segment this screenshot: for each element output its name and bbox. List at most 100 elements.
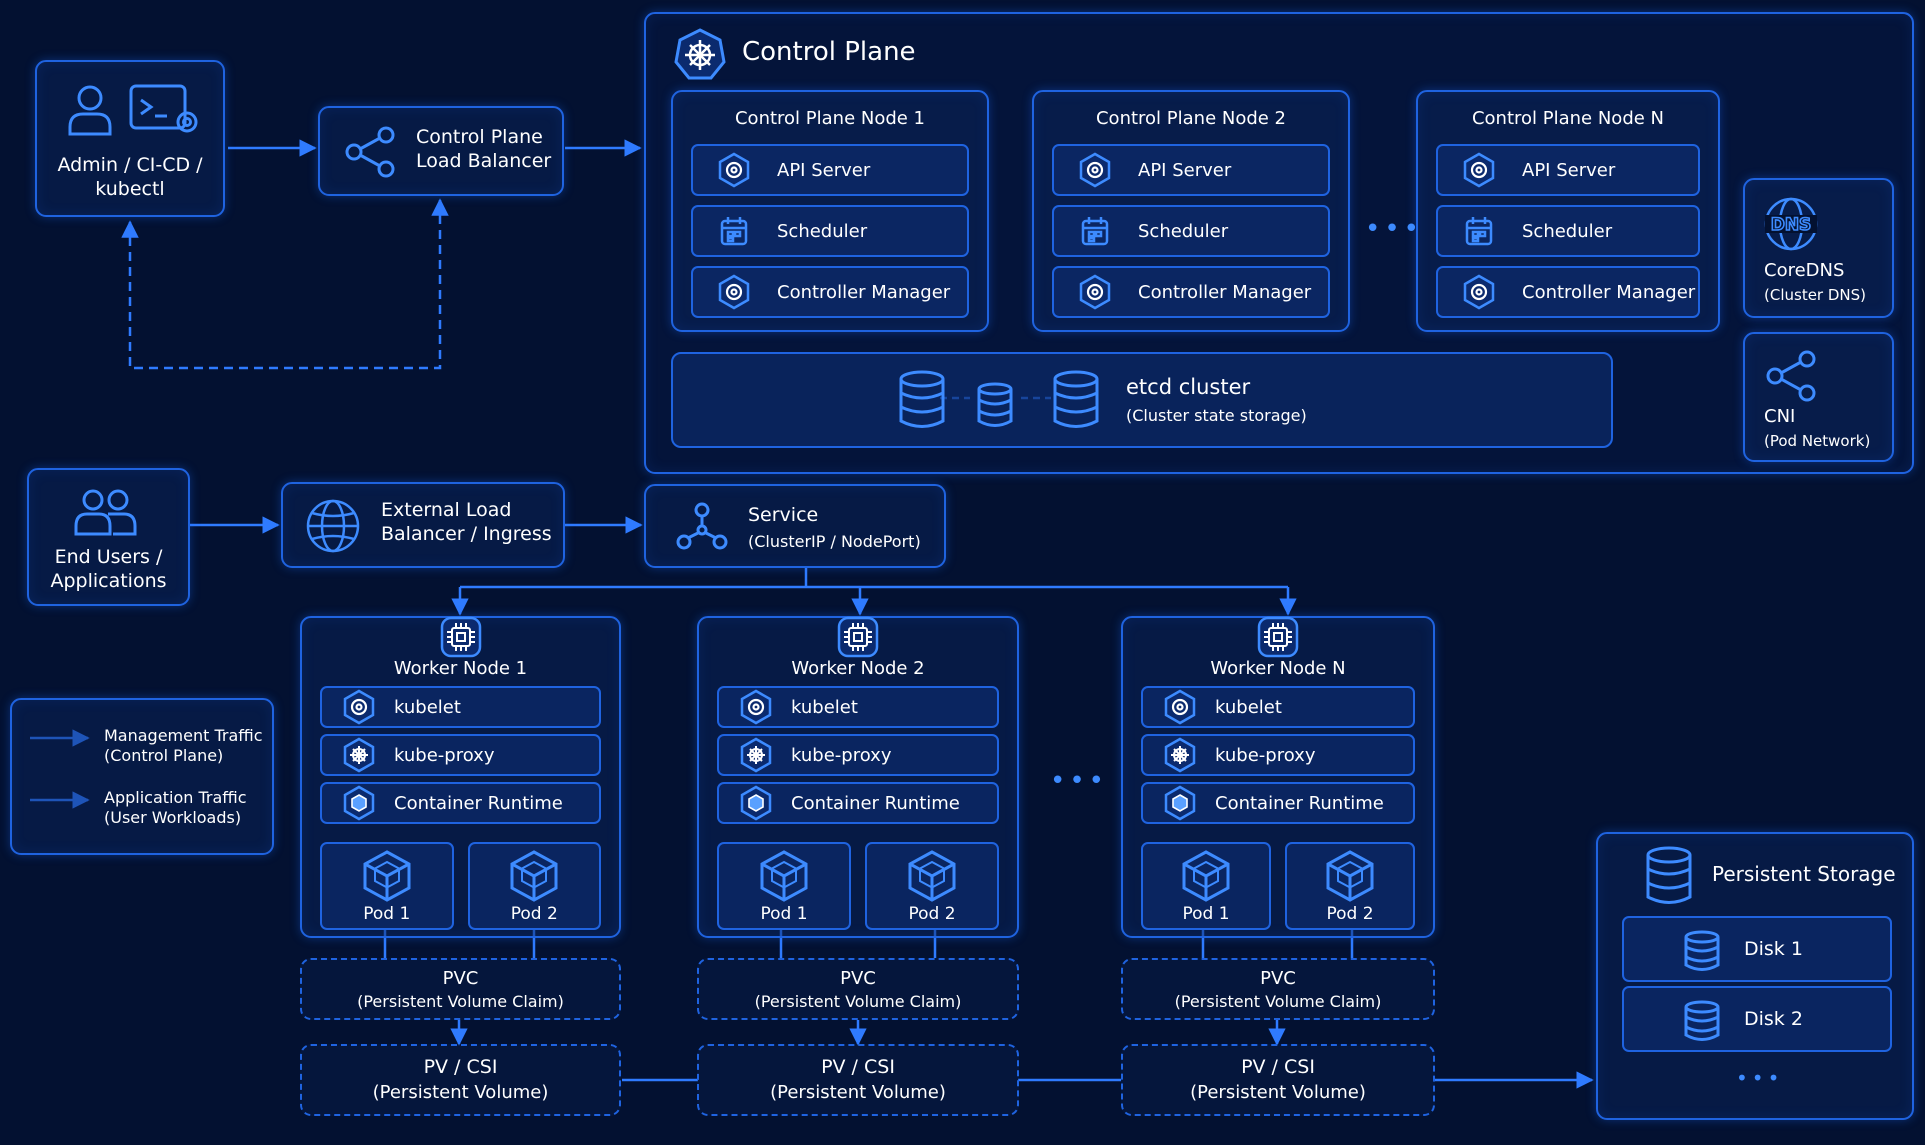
component-label: kube-proxy (394, 745, 495, 766)
admin-box: Admin / CI-CD /kubectl (35, 60, 225, 217)
pod-1: Pod 1 (320, 842, 454, 930)
node-title: Control Plane Node N (1471, 108, 1665, 129)
control-plane-title: Control Plane (742, 37, 916, 67)
pvc-title: PVC (840, 968, 876, 989)
coredns-title: CoreDNS (1764, 260, 1845, 281)
admin-label: Admin / CI-CD /kubectl (57, 154, 203, 200)
pvc-box-3: PVC (Persistent Volume Claim) (1121, 958, 1435, 1020)
pv-title: PV / CSI (821, 1056, 895, 1078)
pv-title: PV / CSI (423, 1056, 498, 1078)
etcd-subtitle: (Cluster state storage) (1126, 406, 1307, 425)
pvc-subtitle: (Persistent Volume Claim) (1174, 992, 1382, 1011)
component-api-server: API Server (1436, 144, 1700, 196)
legend-box: Management Traffic(Control Plane) Applic… (10, 698, 274, 855)
component-label: Scheduler (777, 221, 868, 242)
gear-icon (342, 689, 376, 725)
helm-icon (1163, 737, 1197, 773)
pvc-title: PVC (1260, 968, 1296, 989)
cube-icon (1163, 785, 1197, 821)
disk-1: Disk 1 (1622, 916, 1892, 982)
component-label: API Server (1138, 160, 1232, 181)
gear-icon (1078, 274, 1112, 310)
component-kube-proxy: kube-proxy (1141, 734, 1415, 776)
legend-application: Application Traffic(User Workloads) (104, 788, 247, 827)
gear-icon (1462, 274, 1496, 310)
service-subtitle: (ClusterIP / NodePort) (748, 532, 921, 551)
component-label: Container Runtime (1215, 793, 1384, 814)
pod-label: Pod 2 (908, 904, 956, 924)
database-icon (1644, 846, 1694, 906)
etcd-title: etcd cluster (1126, 375, 1251, 399)
pvc-box-1: PVC (Persistent Volume Claim) (300, 958, 621, 1020)
gear-icon (1462, 152, 1496, 188)
pv-subtitle: (Persistent Volume) (372, 1082, 549, 1103)
pvc-subtitle: (Persistent Volume Claim) (357, 992, 564, 1011)
end-users-label: End Users /Applications (50, 546, 167, 592)
terminal-gear-icon (129, 84, 201, 136)
pod-to-pvc-lines (383, 928, 1354, 958)
pod-cube-icon (362, 850, 412, 902)
gear-icon (739, 689, 773, 725)
component-container-runtime: Container Runtime (320, 782, 601, 824)
disk-2-label: Disk 2 (1744, 1008, 1803, 1030)
component-scheduler: Scheduler (1436, 205, 1700, 257)
cni-title: CNI (1764, 406, 1796, 427)
chip-icon (1257, 616, 1299, 658)
service-title: Service (748, 504, 819, 526)
pod-label: Pod 1 (760, 904, 808, 924)
component-controller-manager: Controller Manager (1436, 266, 1700, 318)
component-container-runtime: Container Runtime (1141, 782, 1415, 824)
coredns-subtitle: (Cluster DNS) (1764, 286, 1867, 304)
helm-icon (342, 737, 376, 773)
component-label: Container Runtime (394, 793, 563, 814)
component-controller-manager: Controller Manager (691, 266, 969, 318)
component-label: Container Runtime (791, 793, 960, 814)
users-icon (73, 488, 139, 536)
pvc-title: PVC (442, 968, 479, 989)
gear-icon (1163, 689, 1197, 725)
component-kubelet: kubelet (1141, 686, 1415, 728)
pv-subtitle: (Persistent Volume) (1190, 1082, 1366, 1103)
cni-box: CNI (Pod Network) (1743, 332, 1894, 462)
pvc-box-2: PVC(Persistent Volume Claim) (697, 958, 1019, 1020)
component-scheduler: Scheduler (691, 205, 969, 257)
component-container-runtime: Container Runtime (717, 782, 999, 824)
pv-box-1: PV / CSI (Persistent Volume) (300, 1044, 621, 1116)
user-icon (67, 84, 113, 136)
gear-icon (1078, 152, 1112, 188)
cube-icon (342, 785, 376, 821)
database-icon-small (975, 382, 1015, 428)
component-label: Scheduler (1522, 221, 1613, 242)
disk-1-label: Disk 1 (1744, 938, 1803, 960)
dashed-return-path (121, 198, 449, 370)
pod-cube-icon (759, 850, 809, 902)
pod-cube-icon (1325, 850, 1375, 902)
storage-title: Persistent Storage (1712, 862, 1896, 886)
component-label: Controller Manager (1138, 282, 1312, 303)
component-api-server: API Server (1052, 144, 1330, 196)
service-distribution-lines (460, 568, 1288, 589)
worker-title: Worker Node N (1210, 658, 1346, 679)
service-box: Service (ClusterIP / NodePort) (644, 484, 946, 568)
node-title: Control Plane Node 1 (734, 108, 926, 129)
component-label: kubelet (791, 697, 858, 718)
cni-subtitle: (Pod Network) (1764, 432, 1871, 450)
component-kubelet: kubelet (320, 686, 601, 728)
gear-icon (717, 274, 751, 310)
pv-subtitle: (Persistent Volume) (770, 1082, 946, 1103)
gear-icon (717, 152, 751, 188)
calendar-icon (1462, 214, 1496, 248)
component-label: Controller Manager (1522, 282, 1696, 303)
helm-icon (739, 737, 773, 773)
globe-icon (305, 498, 361, 554)
pv-box-2: PV / CSI (Persistent Volume) (697, 1044, 1019, 1116)
component-api-server: API Server (691, 144, 969, 196)
pod-label: Pod 2 (1326, 904, 1374, 924)
